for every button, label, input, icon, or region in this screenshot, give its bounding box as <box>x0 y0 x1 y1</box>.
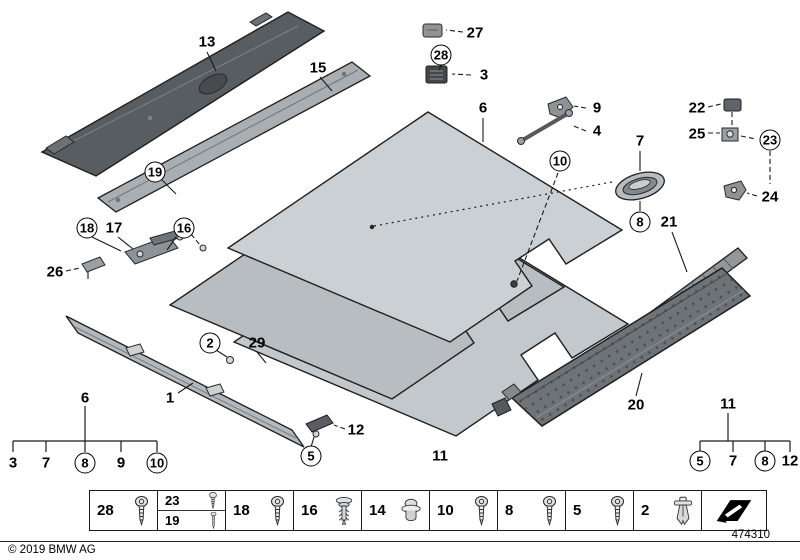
fastener-number: 23 <box>165 493 180 508</box>
leader-lines <box>91 51 688 448</box>
callout-18[interactable]: 18 <box>76 217 98 239</box>
fastener-legend-strip: 28 23 19 <box>89 490 767 531</box>
fastener-number: 18 <box>233 502 250 519</box>
part-27-cap[interactable] <box>422 23 443 38</box>
fastener-cell-16[interactable]: 16 <box>294 491 362 530</box>
callout-9[interactable]: 9 <box>592 99 602 117</box>
fastener-cell-2[interactable]: 2 <box>634 491 702 530</box>
fastener-cell-8[interactable]: 8 <box>498 491 566 530</box>
fastener-row-23[interactable]: 23 <box>158 491 225 510</box>
callout-2[interactable]: 2 <box>199 332 221 354</box>
part-12-handle-piece[interactable] <box>305 414 334 438</box>
part-17-latch-assembly[interactable] <box>124 227 207 265</box>
legend-right-item-12[interactable]: 12 <box>781 452 799 470</box>
callout-4[interactable]: 4 <box>592 122 602 140</box>
callout-28[interactable]: 28 <box>430 44 452 66</box>
legend-left-item-10[interactable]: 10 <box>146 452 168 474</box>
legend-left-item-8[interactable]: 8 <box>74 452 96 474</box>
callout-25[interactable]: 25 <box>688 125 706 143</box>
fastener-number: 14 <box>369 502 386 519</box>
fastener-number: 19 <box>165 513 180 528</box>
pan-head-screw-icon <box>134 495 149 526</box>
part-4-strut[interactable] <box>517 109 573 145</box>
fastener-cell-23-19[interactable]: 23 19 <box>158 491 226 530</box>
legend-right-root[interactable]: 11 <box>720 395 736 413</box>
pan-head-screw-icon <box>474 495 489 526</box>
callout-13[interactable]: 13 <box>198 33 216 51</box>
expansion-clip-icon <box>335 496 353 525</box>
callout-7[interactable]: 7 <box>635 132 645 150</box>
callout-24[interactable]: 24 <box>761 188 779 206</box>
center-dotted-line <box>373 181 613 227</box>
callout-22[interactable]: 22 <box>688 99 706 117</box>
callout-26[interactable]: 26 <box>46 263 64 281</box>
part-6-floor-panel[interactable] <box>226 111 624 343</box>
legend-left-root[interactable]: 6 <box>80 389 90 407</box>
dashed-leader-lines <box>65 29 771 430</box>
part-3-bracket[interactable] <box>425 65 448 84</box>
callout-20[interactable]: 20 <box>627 396 645 414</box>
exploded-diagram <box>12 11 791 452</box>
fastener-number: 10 <box>437 502 454 519</box>
fastener-cell-arrow[interactable] <box>702 491 766 530</box>
fastener-number: 5 <box>573 502 582 519</box>
legend-left-bracket <box>12 406 158 452</box>
long-screw-icon <box>210 512 217 529</box>
diagram-number: 474310 <box>731 529 770 541</box>
fastener-cell-14[interactable]: 14 <box>362 491 430 530</box>
part-24-bracket[interactable] <box>723 180 747 201</box>
legend-left-item-9[interactable]: 9 <box>116 454 126 472</box>
callout-16[interactable]: 16 <box>173 217 195 239</box>
legend-left-item-7[interactable]: 7 <box>41 454 51 472</box>
grommet-icon <box>401 498 421 521</box>
legend-right-bracket <box>699 413 791 452</box>
part-26-bracket[interactable] <box>81 256 106 279</box>
legend-right-item-7[interactable]: 7 <box>728 452 738 470</box>
callout-15[interactable]: 15 <box>309 59 327 77</box>
legend-right-item-5[interactable]: 5 <box>689 450 711 472</box>
pan-head-screw-icon <box>209 492 217 509</box>
part-22-cap[interactable] <box>723 98 742 112</box>
legend-right-item-8[interactable]: 8 <box>754 450 776 472</box>
callout-8[interactable]: 8 <box>629 211 651 233</box>
pan-head-screw-icon <box>542 495 557 526</box>
part-13-trim-panel[interactable] <box>40 11 326 177</box>
pan-head-screw-icon <box>270 495 285 526</box>
fastener-cell-18[interactable]: 18 <box>226 491 294 530</box>
part-25-retainer[interactable] <box>721 127 739 142</box>
fastener-cell-10[interactable]: 10 <box>430 491 498 530</box>
callout-27[interactable]: 27 <box>466 24 484 42</box>
callout-6[interactable]: 6 <box>478 99 488 117</box>
callout-17[interactable]: 17 <box>105 219 123 237</box>
part-20-sill-mat[interactable] <box>491 267 752 427</box>
fastener-number: 2 <box>641 502 650 519</box>
fastener-number: 28 <box>97 502 114 519</box>
callout-11[interactable]: 11 <box>432 447 448 465</box>
fold-arrow-icon <box>716 499 752 523</box>
pan-head-screw-icon <box>610 495 625 526</box>
fastener-number: 8 <box>505 502 514 519</box>
callout-10[interactable]: 10 <box>549 150 571 172</box>
part-7-handle[interactable] <box>613 167 668 205</box>
copyright-text: © 2019 BMW AG <box>8 544 96 556</box>
expanding-rivet-icon <box>673 496 693 525</box>
callout-23[interactable]: 23 <box>759 129 781 151</box>
footer-divider <box>0 541 800 542</box>
callout-3[interactable]: 3 <box>479 66 489 84</box>
callout-29[interactable]: 29 <box>248 334 266 352</box>
legend-left-item-3[interactable]: 3 <box>8 454 18 472</box>
callout-21[interactable]: 21 <box>660 213 678 231</box>
fastener-number: 16 <box>301 502 318 519</box>
fastener-row-19[interactable]: 19 <box>158 510 225 530</box>
callout-1[interactable]: 1 <box>165 389 175 407</box>
callout-5[interactable]: 5 <box>300 445 322 467</box>
fastener-cell-28[interactable]: 28 <box>90 491 158 530</box>
callout-19[interactable]: 19 <box>144 161 166 183</box>
callout-12[interactable]: 12 <box>347 421 365 439</box>
fastener-cell-5[interactable]: 5 <box>566 491 634 530</box>
